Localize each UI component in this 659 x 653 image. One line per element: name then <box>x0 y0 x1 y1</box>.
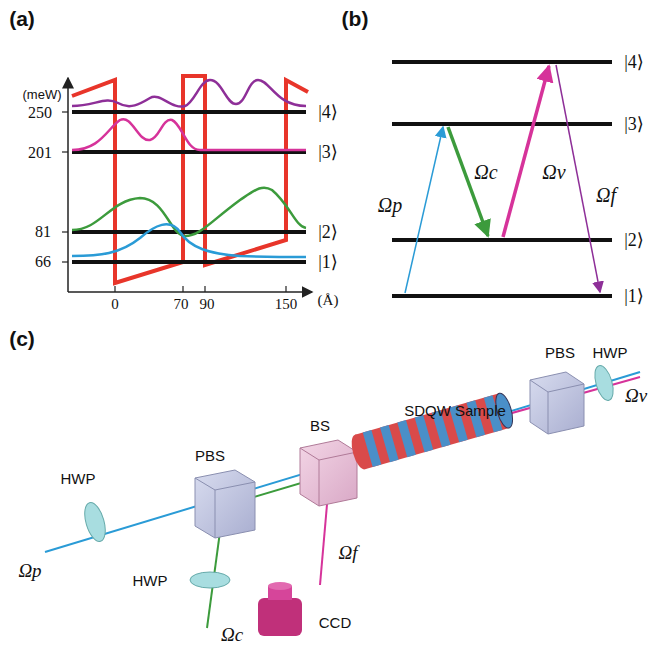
pbs-cube <box>530 372 584 434</box>
rabi-label: Ωc <box>474 162 497 182</box>
beam-label: Ωc <box>221 625 243 644</box>
panel-label: (c) <box>9 328 35 349</box>
tick-label: 201 <box>28 145 52 161</box>
stripe <box>415 415 434 452</box>
tick-label: 150 <box>275 297 298 312</box>
rabi-label: Ωv <box>542 162 565 182</box>
component-label: HWP <box>593 345 628 360</box>
tick-label: 70 <box>174 297 189 312</box>
tick-label: 90 <box>200 297 215 312</box>
component-label: HWP <box>133 573 168 588</box>
pbs-cube <box>195 470 255 538</box>
bs-cube <box>300 440 357 506</box>
rabi-label: Ωp <box>378 195 402 215</box>
rabi-label: Ωf <box>596 185 616 205</box>
state-label: |2⟩ <box>318 223 338 241</box>
state-label: |1⟩ <box>318 253 338 271</box>
state-label: |3⟩ <box>624 115 644 133</box>
state-label: |2⟩ <box>624 231 644 249</box>
stripe <box>397 420 416 457</box>
beam-label: Ωv <box>625 386 647 405</box>
tick-label: 0 <box>111 297 119 312</box>
ccd-camera <box>258 582 302 636</box>
state-label: |3⟩ <box>318 143 338 161</box>
stripe <box>380 425 399 462</box>
optical-setup <box>45 363 640 636</box>
tick-label: 81 <box>35 224 51 240</box>
level-scheme <box>392 62 612 296</box>
component-label: PBS <box>195 448 225 463</box>
panel-label: (b) <box>342 8 369 29</box>
state-label: |1⟩ <box>624 287 644 305</box>
band-diagram <box>62 76 312 292</box>
panel-label: (a) <box>9 8 35 29</box>
component-label: BS <box>310 418 330 433</box>
beam-label: Ωp <box>18 561 41 580</box>
component-label: CCD <box>319 615 352 630</box>
state-label: |4⟩ <box>624 53 644 71</box>
beam-label: Ωf <box>338 543 357 562</box>
axis-unit: (meW) <box>23 88 62 101</box>
tick-label: 66 <box>35 254 51 270</box>
sample-cylinder <box>348 391 516 471</box>
component-label: HWP <box>61 471 96 486</box>
state-label: |4⟩ <box>318 103 338 121</box>
component-label: PBS <box>545 345 575 360</box>
tick-label: 250 <box>28 105 52 121</box>
axis-unit: (Å) <box>318 293 339 308</box>
component-label: SDQW Sample <box>404 403 506 418</box>
